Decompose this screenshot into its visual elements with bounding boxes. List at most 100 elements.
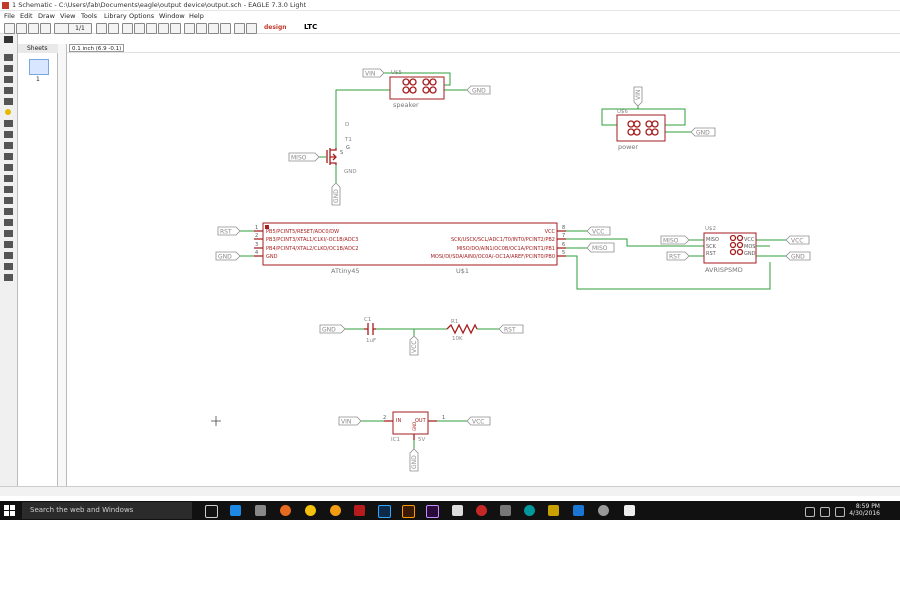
blender-icon[interactable] xyxy=(330,505,341,516)
file-explorer-icon[interactable] xyxy=(255,505,266,516)
mcu-pin6-name: MISO/DO/AIN1/OC0B/OC1A/PCINT1/PB1 xyxy=(457,246,555,252)
menu-draw[interactable]: Draw xyxy=(38,12,55,20)
power-part[interactable]: U$6 power VIN GND xyxy=(601,86,716,151)
svg-text:GND: GND xyxy=(696,130,710,137)
ic1-vcc-label: VCC xyxy=(466,416,491,426)
app-icon-gray[interactable] xyxy=(500,505,511,516)
speaker-part[interactable]: U$5 speaker VIN GND xyxy=(335,68,491,138)
undo-icon[interactable] xyxy=(184,23,195,34)
svg-text:VCC: VCC xyxy=(472,419,484,426)
tray-network-icon[interactable] xyxy=(820,507,830,517)
isp-header[interactable]: MISO SCK RST VCC MOSI GND U$2 AVRISPSMD … xyxy=(660,226,811,274)
taskbar-search-box[interactable]: Search the web and Windows xyxy=(22,502,192,519)
svg-text:GND: GND xyxy=(411,455,418,469)
help-icon[interactable] xyxy=(246,23,257,34)
open-icon[interactable] xyxy=(4,23,15,34)
zoom-out-icon[interactable] xyxy=(146,23,157,34)
svg-text:GND: GND xyxy=(744,251,756,257)
svg-text:2: 2 xyxy=(383,415,386,421)
label-icon xyxy=(4,263,13,270)
svg-text:RST: RST xyxy=(220,229,232,236)
zoom-fit-icon[interactable] xyxy=(122,23,133,34)
menu-bar: File Edit Draw View Tools Library Option… xyxy=(0,11,900,22)
crosshair-cursor xyxy=(211,416,221,426)
speaker-vin-label: VIN xyxy=(362,68,385,78)
sheets-panel: Sheets 1 xyxy=(18,44,58,486)
mcu-miso-label: MISO xyxy=(586,242,615,253)
svg-text:VCC: VCC xyxy=(411,341,418,353)
redraw-icon[interactable] xyxy=(170,23,181,34)
design-link-icon[interactable] xyxy=(234,23,245,34)
mirror-icon xyxy=(4,76,13,83)
menu-file[interactable]: File xyxy=(4,12,15,20)
save-icon[interactable] xyxy=(16,23,27,34)
speaker-refdes: U$5 xyxy=(391,70,403,76)
app-icon-globe[interactable] xyxy=(598,505,609,516)
resistor-r1[interactable]: R1 10K RST xyxy=(446,319,524,342)
ltc-logo[interactable]: LTC xyxy=(304,23,318,31)
circle-icon xyxy=(4,230,13,237)
power-body xyxy=(616,114,666,142)
capacitor-c1[interactable]: C1 1uF GND xyxy=(319,317,447,344)
cam-icon[interactable] xyxy=(40,23,51,34)
r1-refdes: R1 xyxy=(451,319,458,325)
stop-icon[interactable] xyxy=(208,23,219,34)
windows-start-icon[interactable] xyxy=(4,505,15,516)
app-icon-white[interactable] xyxy=(624,505,635,516)
design-link-logo[interactable]: design xyxy=(264,24,287,31)
print-icon[interactable] xyxy=(28,23,39,34)
script-icon[interactable] xyxy=(96,23,107,34)
menu-window[interactable]: Window xyxy=(159,12,185,20)
redo-icon[interactable] xyxy=(196,23,207,34)
toolbar: 1/1 design LTC xyxy=(0,22,900,34)
chrome-icon[interactable] xyxy=(305,505,316,516)
schematic-canvas[interactable]: .w{stroke:#2e9e3a;stroke-width:1;fill:no… xyxy=(67,53,900,486)
menu-edit[interactable]: Edit xyxy=(20,12,33,20)
sheet-thumbnail[interactable] xyxy=(29,59,49,75)
edge-browser-icon[interactable] xyxy=(230,505,241,516)
move-icon xyxy=(4,54,13,61)
inkscape-icon[interactable] xyxy=(452,505,463,516)
status-bar xyxy=(0,486,900,496)
ic1-vin-label: VIN xyxy=(338,416,362,426)
menu-tools[interactable]: Tools xyxy=(81,12,98,20)
sheet-select[interactable]: 1/1 xyxy=(68,23,92,34)
t1-drain-label: D xyxy=(345,122,349,128)
app-icon-red[interactable] xyxy=(476,505,487,516)
visual-studio-icon[interactable] xyxy=(573,505,584,516)
taskbar-clock[interactable]: 8:59 PM 4/30/2016 xyxy=(830,503,880,518)
menu-library[interactable]: Library xyxy=(104,12,127,20)
secondary-tool-column xyxy=(58,44,67,486)
tray-chevron-icon[interactable] xyxy=(805,507,815,517)
zoom-select-icon[interactable] xyxy=(158,23,169,34)
regulator-ic1[interactable]: IN OUT GND 2 1 IC1 5V VIN VCC GND xyxy=(338,411,491,472)
eagle-taskbar-icon[interactable] xyxy=(354,505,365,516)
firefox-icon[interactable] xyxy=(280,505,291,516)
zoom-in-icon[interactable] xyxy=(134,23,145,34)
taskbar-search-placeholder: Search the web and Windows xyxy=(30,506,134,514)
menu-options[interactable]: Options xyxy=(129,12,155,20)
go-icon[interactable] xyxy=(220,23,231,34)
speaker-value: speaker xyxy=(393,101,419,109)
mosfet-t1[interactable]: D T1 G S GND MISO GND xyxy=(288,122,357,206)
premiere-icon[interactable] xyxy=(426,505,439,518)
mcu-attiny45[interactable]: PB5/PCINT5/RESET/ADC0/DW PB3/PCINT3/XTAL… xyxy=(215,222,771,290)
illustrator-icon[interactable] xyxy=(402,505,415,518)
menu-help[interactable]: Help xyxy=(189,12,204,20)
app-icon-yellow[interactable] xyxy=(548,505,559,516)
isp-value: AVRISPSMD xyxy=(705,266,743,274)
t1-miso-label: MISO xyxy=(288,152,320,162)
window-title: 1 Schematic - C:\Users\fab\Documents\eag… xyxy=(12,1,307,9)
svg-text:MISO: MISO xyxy=(663,238,679,245)
arduino-icon[interactable] xyxy=(524,505,535,516)
task-view-icon[interactable] xyxy=(205,505,218,518)
mcu-pin5-name: MOSI/DI/SDA/AIN0/OC0A/-OC1A/AREF/PCINT0/… xyxy=(431,254,555,260)
schematic-drawing[interactable]: .w{stroke:#2e9e3a;stroke-width:1;fill:no… xyxy=(67,53,900,486)
svg-text:3: 3 xyxy=(255,242,258,248)
svg-text:4: 4 xyxy=(255,250,258,256)
menu-view[interactable]: View xyxy=(60,12,76,20)
run-ulp-icon[interactable] xyxy=(108,23,119,34)
rotate-icon xyxy=(4,87,13,94)
tray-volume-icon[interactable] xyxy=(835,507,845,517)
photoshop-icon[interactable] xyxy=(378,505,391,518)
